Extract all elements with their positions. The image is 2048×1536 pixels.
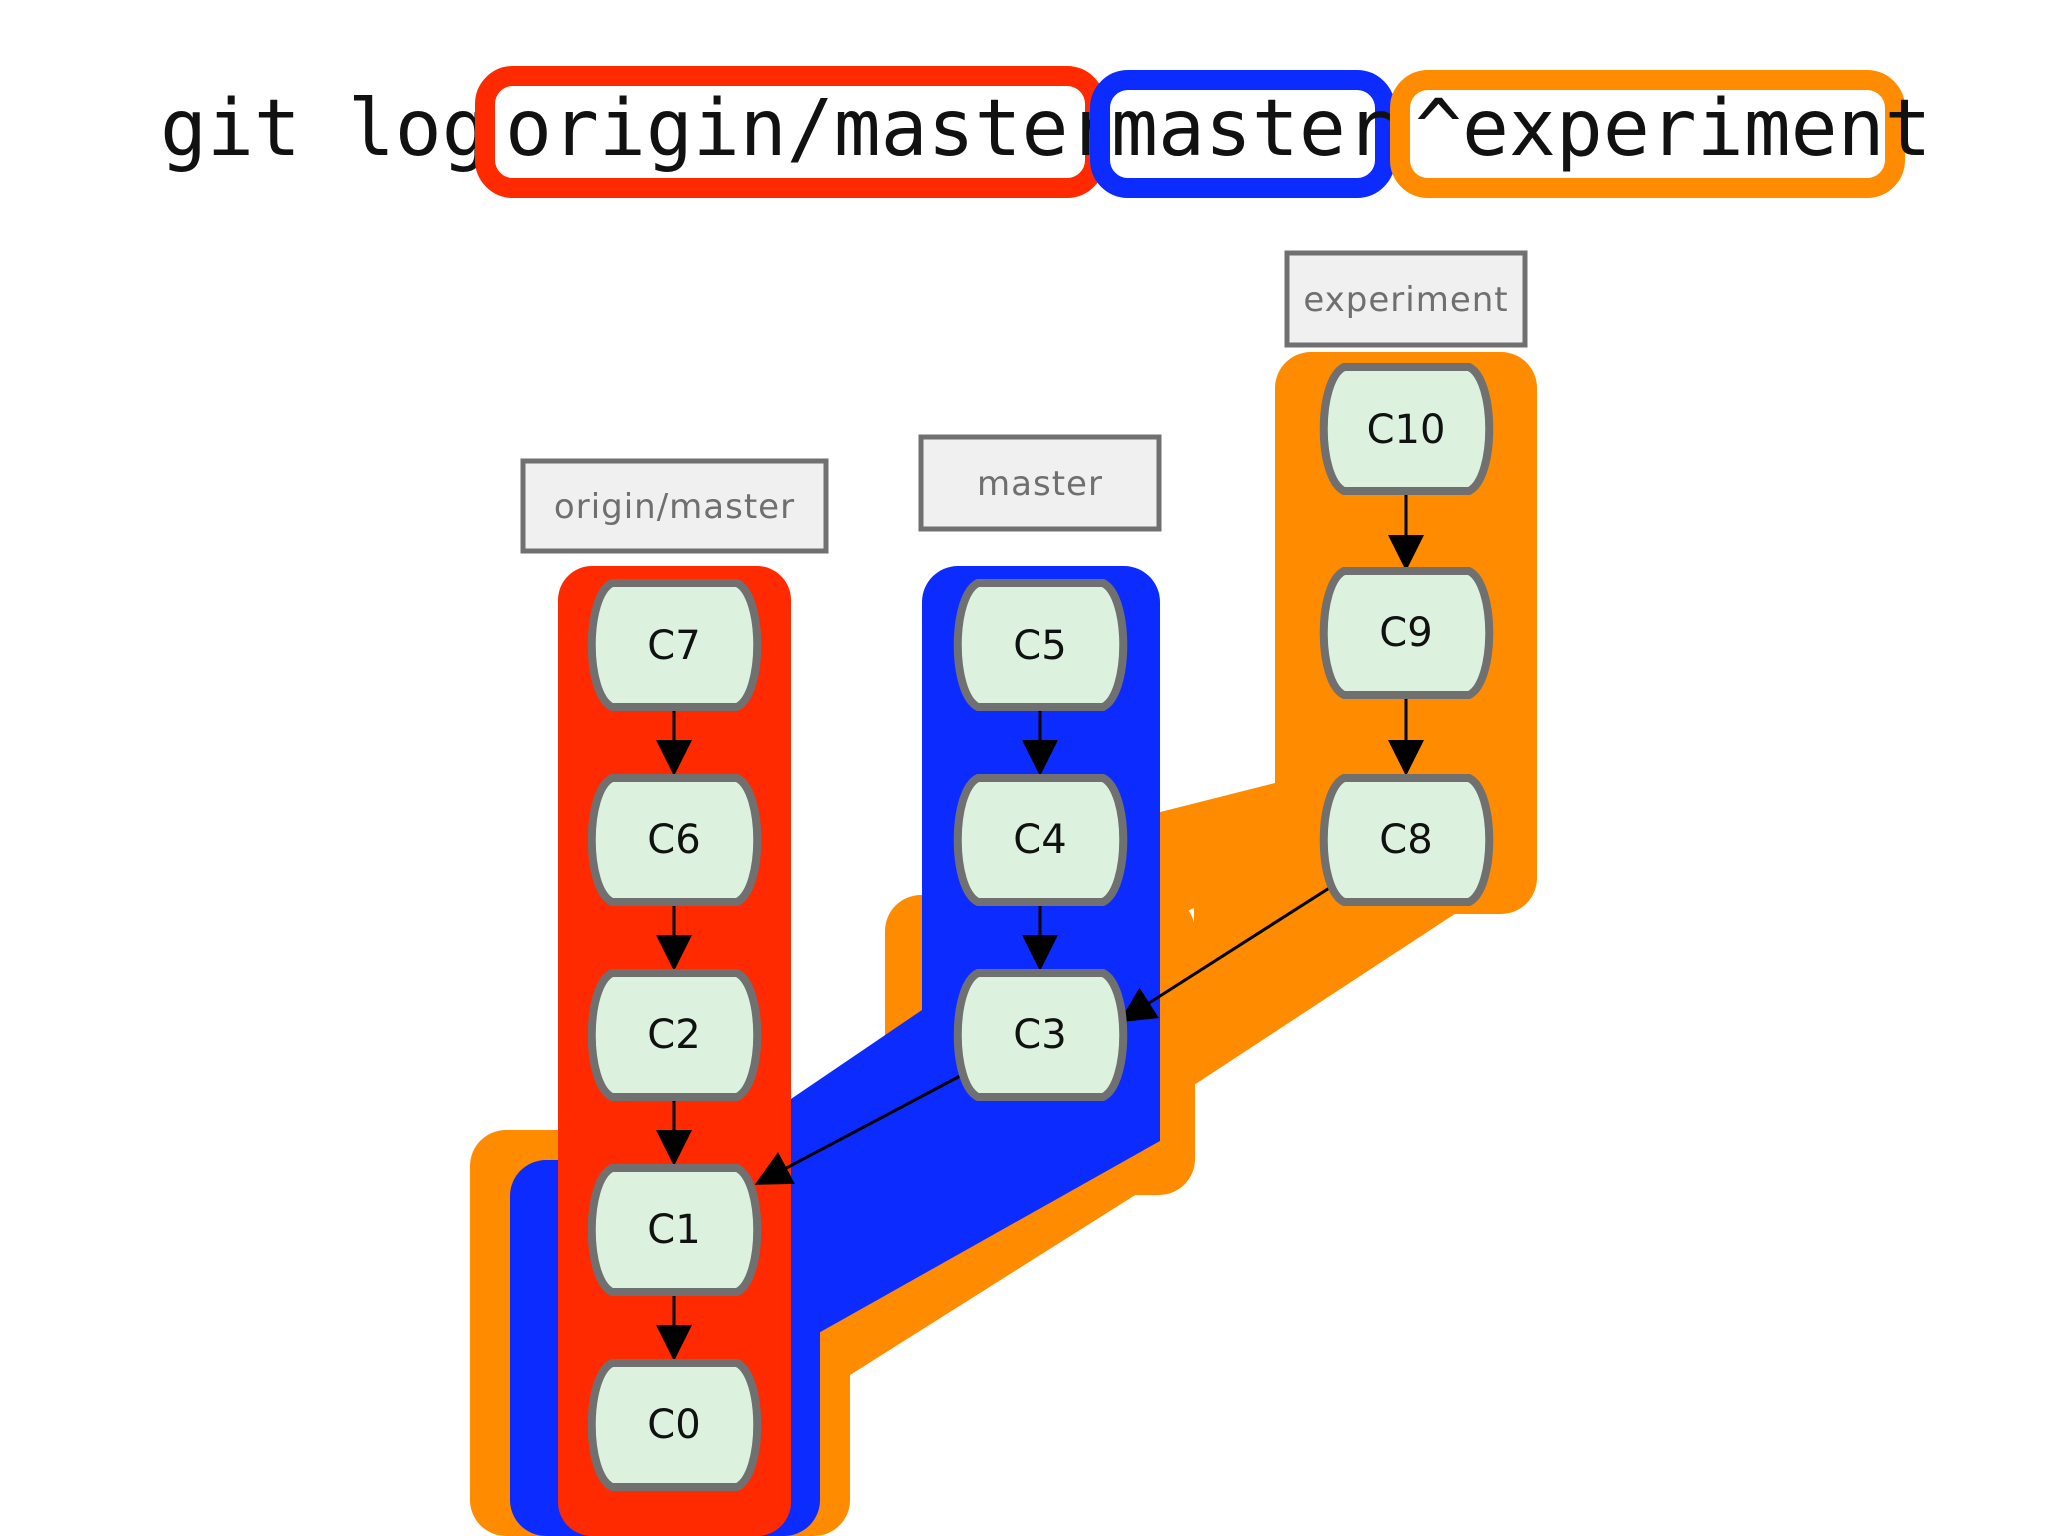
commit-c1: C1 (587, 1164, 762, 1296)
commit-c5-label: C5 (1013, 623, 1066, 669)
commit-c0-label: C0 (647, 1402, 700, 1448)
commit-arrows (656, 493, 1424, 1361)
origin-master-ref-label: origin/master (554, 487, 795, 527)
commit-c8-shape (1319, 774, 1494, 906)
commit-c9: C9 (1319, 567, 1494, 699)
commit-c10: C10 (1319, 363, 1494, 495)
commit-c3-label: C3 (1013, 1012, 1066, 1058)
commit-c4: C4 (953, 774, 1128, 906)
commit-c3-shape (953, 969, 1128, 1101)
master-arg-box (1090, 70, 1395, 198)
arrow-c8-c3 (1118, 883, 1335, 1023)
commit-c2-shape (587, 969, 762, 1101)
commit-c10-label: C10 (1367, 407, 1446, 453)
commit-c6: C6 (587, 774, 762, 906)
experiment-arg: ^experiment (1415, 84, 1932, 174)
experiment-ref-box (1284, 250, 1528, 348)
commit-c1-label: C1 (647, 1207, 700, 1253)
origin-master-arg: origin/master (505, 84, 1115, 174)
commit-c0-shape (587, 1359, 762, 1491)
commit-c7-shape (587, 579, 762, 711)
commit-c0: C0 (587, 1359, 762, 1491)
command-line: git log origin/master master ^experiment (160, 66, 1932, 198)
commit-c2-label: C2 (647, 1012, 700, 1058)
experiment-arg-box (1390, 70, 1905, 198)
commit-c7-label: C7 (647, 623, 700, 669)
commit-c10-shape (1319, 363, 1494, 495)
commit-c3: C3 (953, 969, 1128, 1101)
command-prefix: git log (160, 84, 489, 174)
arrow-c3-c1 (754, 1073, 963, 1185)
commit-c6-label: C6 (647, 817, 700, 863)
commit-c9-shape (1319, 567, 1494, 699)
commit-c5-shape (953, 579, 1128, 711)
origin-master-ref-box (520, 458, 829, 554)
commit-nodes: C7 C6 C2 C1 C0 C5 C4 C3 (587, 363, 1494, 1491)
commit-c7: C7 (587, 579, 762, 711)
master-ref-box (918, 434, 1162, 532)
commit-c9-label: C9 (1379, 610, 1432, 656)
commit-c1-shape (587, 1164, 762, 1296)
commit-c4-label: C4 (1013, 817, 1066, 863)
commit-c4-shape (953, 774, 1128, 906)
commit-c8-label: C8 (1379, 817, 1432, 863)
commit-c8: C8 (1319, 774, 1494, 906)
master-ref-label: master (977, 464, 1103, 504)
master-arg: master (1111, 84, 1393, 174)
commit-c2: C2 (587, 969, 762, 1101)
commit-c6-shape (587, 774, 762, 906)
experiment-ref-label: experiment (1303, 280, 1508, 320)
commit-c5: C5 (953, 579, 1128, 711)
reference-labels: origin/master master experiment (520, 250, 1528, 554)
